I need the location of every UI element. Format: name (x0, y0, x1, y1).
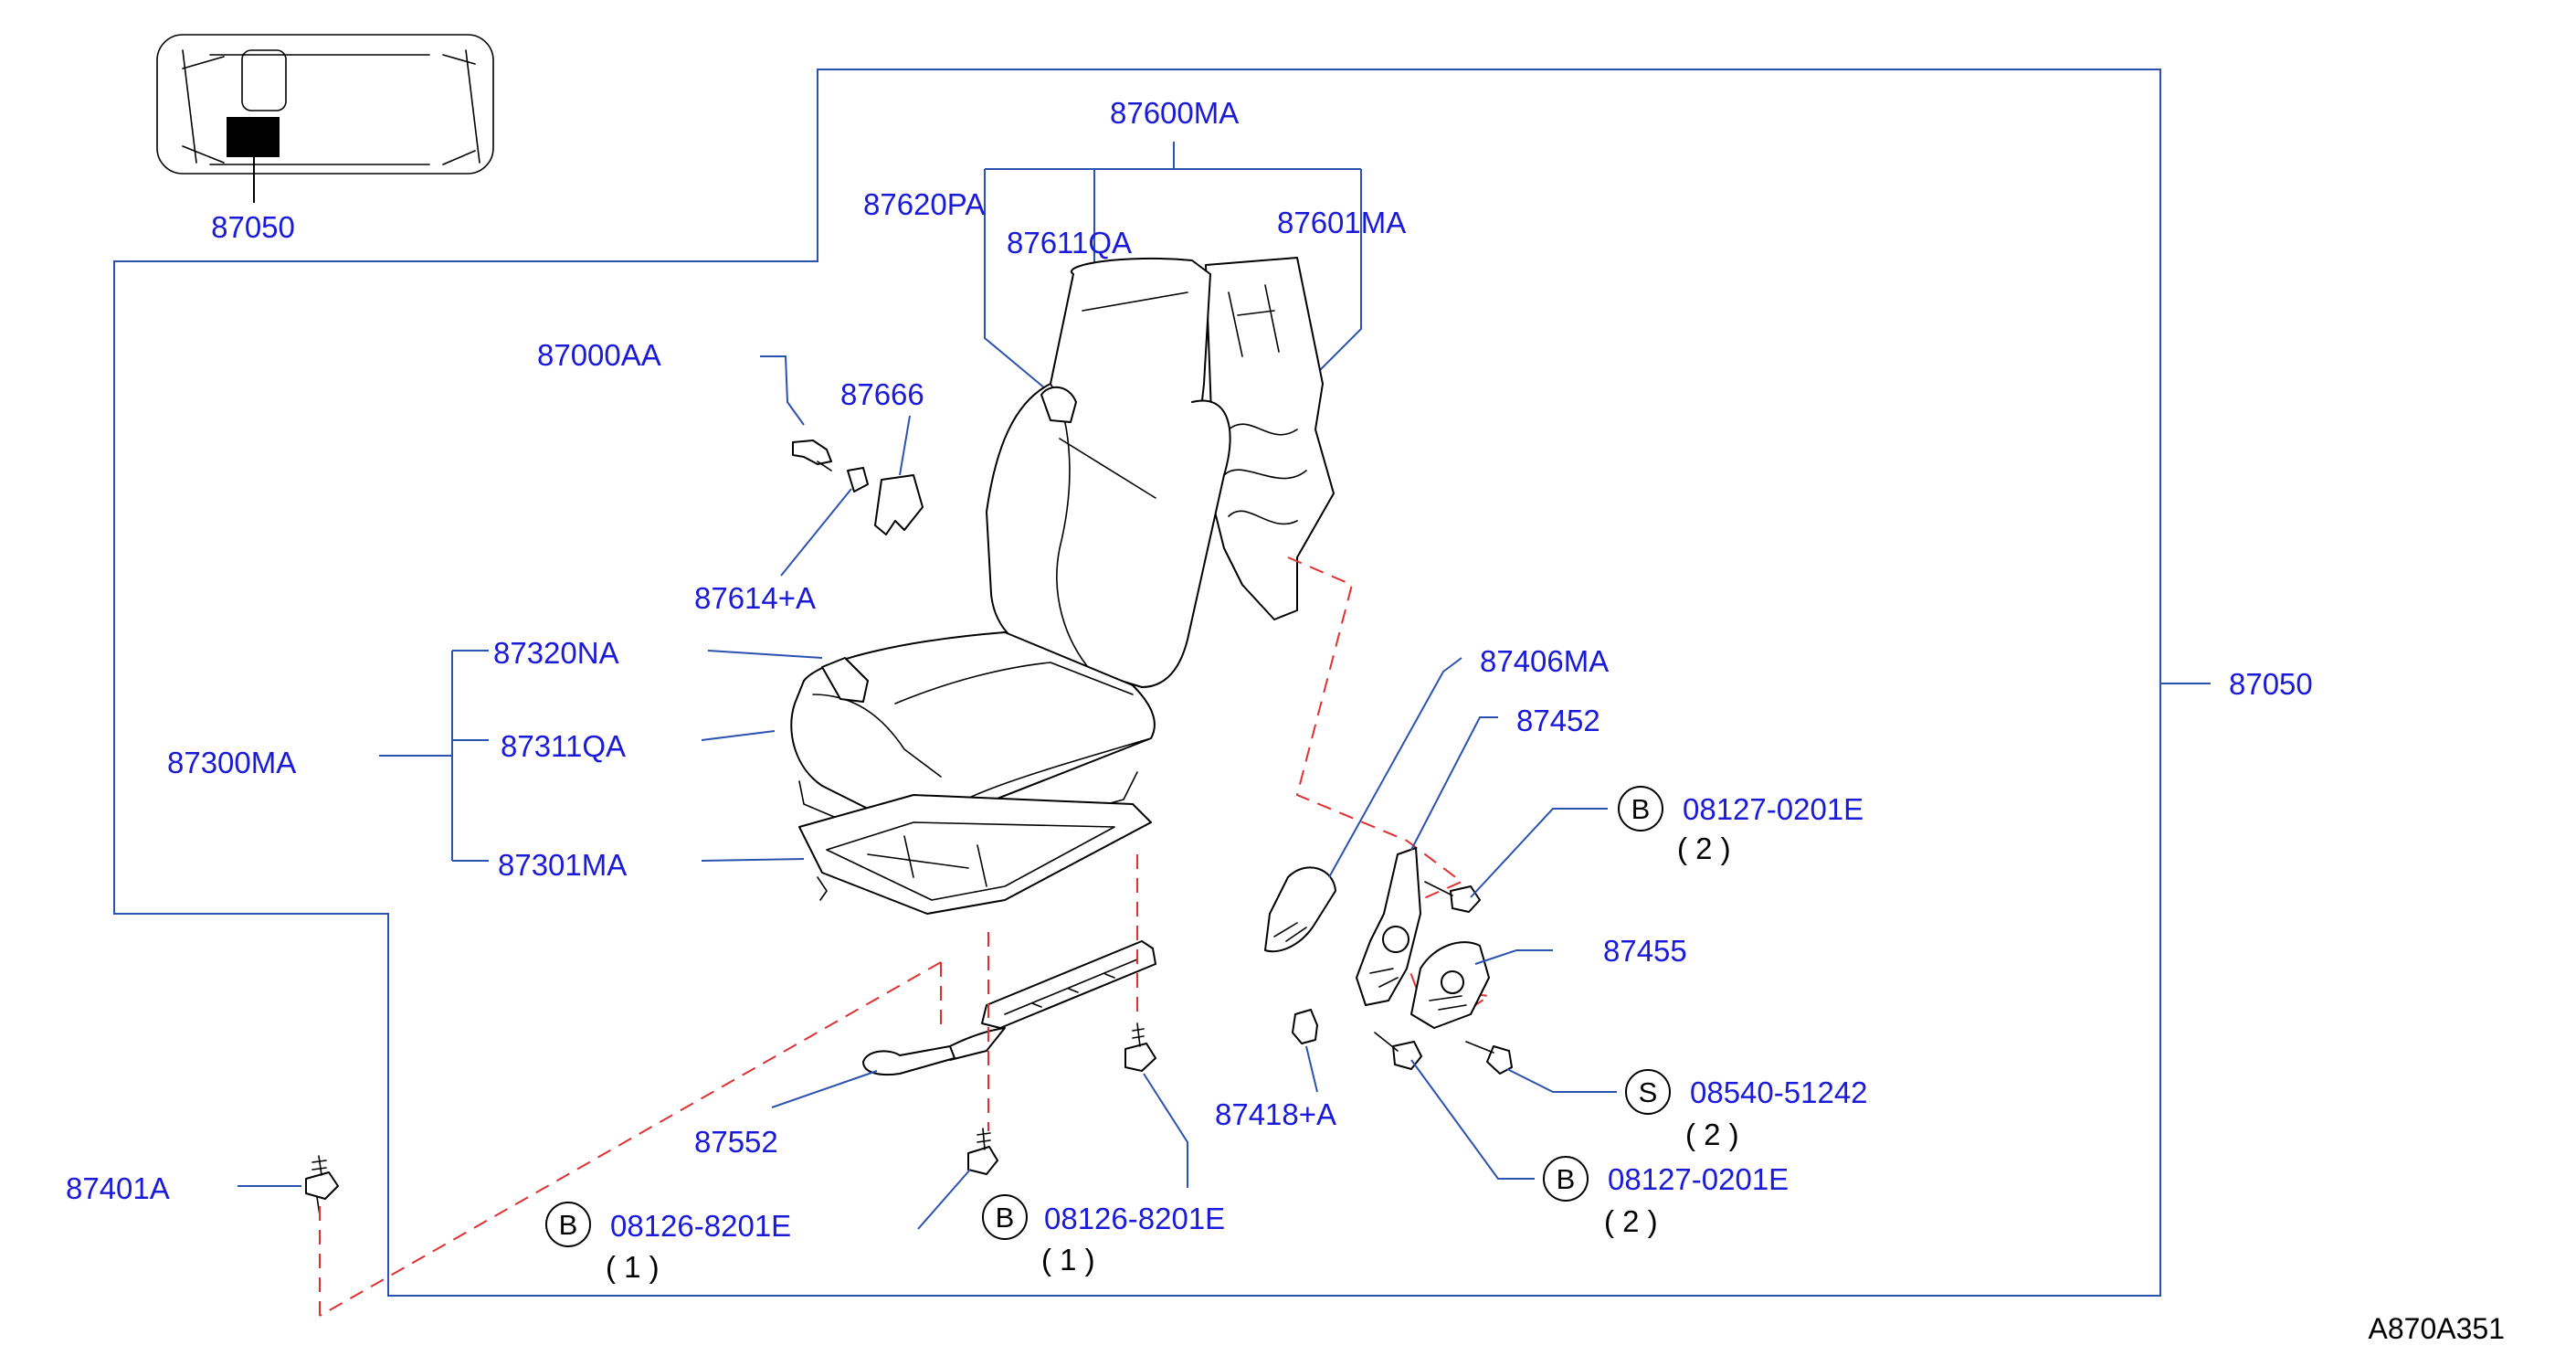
fastener-b3-badge (545, 1202, 591, 1247)
fastener-b4-qty: ( 1 ) (1041, 1243, 1095, 1277)
label-trim-cushion: 87320NA (493, 636, 619, 670)
recliner-screw-b1-part (1424, 881, 1481, 913)
diagram-code: A870A351 (2369, 1312, 2505, 1345)
floor-bolt-part (305, 1155, 339, 1216)
callout-fastener-b3: B 08126-8201E ( 1 ) (545, 1202, 791, 1284)
label-reclining-cover: 87406MA (1480, 644, 1609, 678)
fastener-s1-qty: ( 2 ) (1685, 1118, 1739, 1151)
callout-fastener-b4: B 08126-8201E ( 1 ) (982, 1194, 1225, 1277)
fastener-b2-qty: ( 2 ) (1604, 1204, 1658, 1238)
label-reclining-lever: 87452 (1516, 704, 1600, 737)
leader-headrest (760, 355, 805, 426)
recliner-screw-s1-part (1465, 1041, 1513, 1075)
headrest-guide (1040, 386, 1077, 423)
fastener-b4-badge (982, 1194, 1028, 1240)
fastener-s1-letter: S (1639, 1076, 1658, 1108)
holder-lock-part (847, 467, 869, 493)
leader-holder-lock (780, 488, 852, 577)
fastener-b1-qty: ( 2 ) (1677, 832, 1731, 865)
seat-cushion-part (790, 631, 1156, 855)
fastener-b1-badge (1618, 786, 1663, 832)
vehicle-outline (156, 34, 494, 175)
leaders-cushion (701, 650, 823, 862)
reclining-lever-part (1356, 847, 1421, 1006)
trim-cushion-tab (821, 657, 869, 703)
label-frame-cushion: 87301MA (498, 848, 627, 882)
label-headrest: 87000AA (537, 338, 661, 372)
leader-rail-bolt-rear (1143, 1073, 1188, 1188)
leader-fastener-b1 (1470, 808, 1608, 898)
leader-fastener-b2 (1410, 1059, 1535, 1180)
rail-bolt-front-part (967, 1128, 998, 1175)
fastener-b4-letter: B (996, 1202, 1015, 1234)
bracket-cushion (379, 650, 489, 862)
leader-fastener-s1 (1506, 1068, 1617, 1093)
fastener-b3-qty: ( 1 ) (606, 1250, 660, 1284)
label-pad-cushion: 87311QA (501, 729, 626, 763)
callout-fastener-b1: B 08127-0201E ( 2 ) (1618, 786, 1863, 865)
label-headrest-holder: 87666 (840, 377, 924, 411)
cushion-frame-part (798, 794, 1152, 915)
assembly-boundary (113, 69, 2161, 1297)
seat-back-frame (1205, 257, 1335, 620)
callout-fastener-s1: S 08540-51242 ( 2 ) (1625, 1069, 1868, 1151)
headrest-stud-part (792, 440, 832, 471)
label-cushion-assy: 87300MA (167, 746, 296, 779)
recliner-screw-b2-part (1374, 1032, 1422, 1070)
recliner-device-part (1410, 941, 1490, 1029)
rail-bolt-rear-part (1124, 1022, 1156, 1072)
leader-headrest-holder (899, 415, 911, 476)
label-holder-lock: 87614+A (694, 581, 816, 615)
label-seat-assy: 87050 (2229, 667, 2313, 701)
leader-recliner-device (1474, 949, 1553, 965)
label-seat-back-assy: 87600MA (1110, 96, 1239, 130)
label-bolt-a: 87401A (66, 1171, 170, 1205)
leader-adjuster-handle (771, 1070, 878, 1108)
leader-rail-bolt-front (917, 1169, 971, 1230)
fastener-b1-letter: B (1631, 793, 1651, 825)
dash-lines-cushion (319, 854, 1138, 1317)
label-frame-back: 87601MA (1277, 206, 1406, 239)
label-vehicle: 87050 (211, 210, 295, 244)
fastener-b4-part: 08126-8201E (1044, 1202, 1225, 1235)
leader-reclining-lever (1410, 716, 1498, 851)
label-pad-back: 87611QA (1007, 226, 1132, 260)
label-adjuster-handle: 87552 (694, 1125, 778, 1159)
fastener-s1-badge (1625, 1069, 1671, 1115)
label-recliner-device: 87455 (1603, 934, 1687, 968)
bracket-seat-back (984, 142, 1362, 394)
fastener-b2-badge (1543, 1156, 1589, 1202)
recliner-knob-part (1292, 1009, 1318, 1044)
leader-recliner-knob (1305, 1045, 1318, 1093)
fastener-s1-part: 08540-51242 (1690, 1075, 1868, 1109)
label-trim-back: 87620PA (863, 187, 985, 221)
seat-slide-rail (949, 940, 1156, 1061)
fastener-b3-letter: B (559, 1209, 578, 1241)
fastener-b2-letter: B (1557, 1163, 1576, 1195)
fastener-b1-part: 08127-0201E (1683, 792, 1863, 826)
label-recliner-knob: 87418+A (1215, 1097, 1336, 1131)
headrest-holder-part (874, 474, 924, 535)
seat-back-trim (986, 257, 1231, 688)
reclining-cover-part (1264, 866, 1336, 953)
callout-fastener-b2: B 08127-0201E ( 2 ) (1543, 1156, 1789, 1238)
vehicle-body-lines (182, 49, 480, 165)
fastener-b2-part: 08127-0201E (1608, 1162, 1789, 1196)
front-seat-outline (241, 49, 287, 111)
vehicle-locator: 87050 (156, 34, 494, 244)
adjuster-handle-part (862, 1045, 955, 1076)
fastener-b3-part: 08126-8201E (610, 1209, 791, 1243)
seat-location-marker (227, 117, 280, 157)
leader-reclining-cover (1328, 657, 1462, 878)
